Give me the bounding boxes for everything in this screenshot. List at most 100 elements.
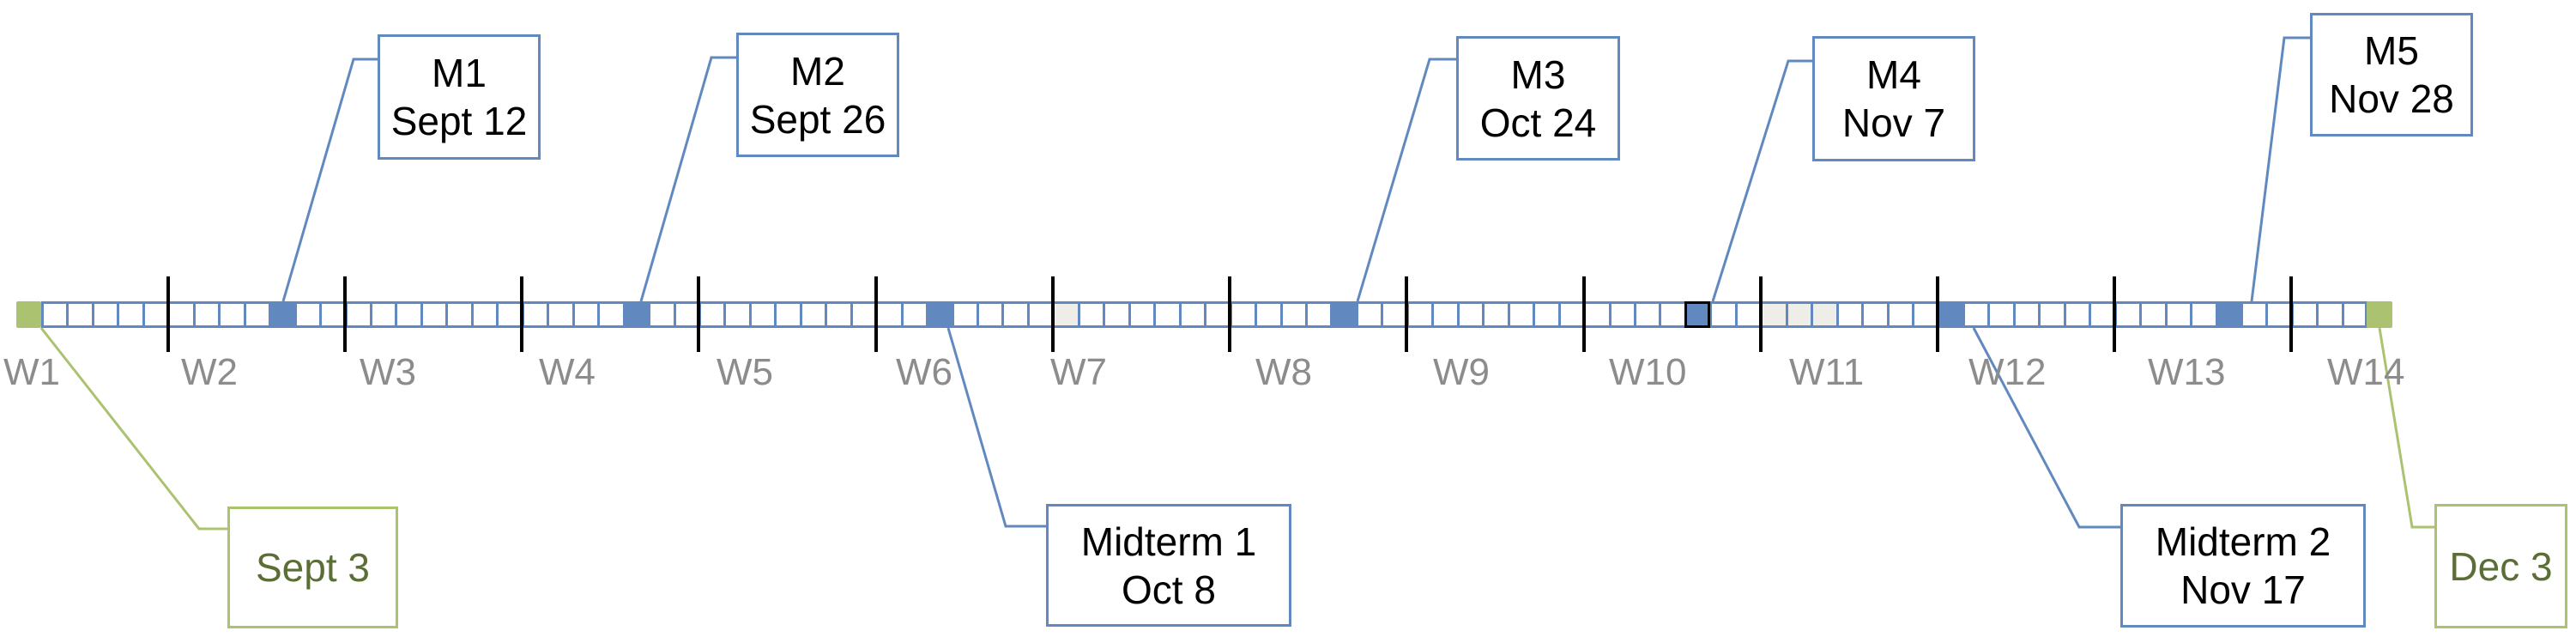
day-cell [1001,301,1028,328]
day-cell [1456,301,1483,328]
day-cell [1178,301,1205,328]
week-label: W2 [181,351,238,393]
callout-date: Nov 7 [1841,100,1946,145]
milestone-day-cell [1937,301,1963,328]
day-cell [1153,301,1180,328]
week-label: W3 [360,351,416,393]
callout-leader-line-midterm1 [946,327,1046,528]
day-cell [1557,301,1584,328]
callout-leader-line-m5 [2250,36,2310,302]
day-cell [2012,301,2039,328]
day-cell [2316,301,2343,328]
callout-leader-line-m1 [281,58,378,302]
day-cell [117,301,143,328]
day-cell [470,301,497,328]
week-divider [1228,276,1232,352]
day-cell [344,301,371,328]
day-cell [1886,301,1913,328]
day-cell [1279,301,1306,328]
week-divider [2289,276,2294,352]
week-divider [1050,276,1055,352]
highlighted-milestone-cell [1684,301,1710,328]
day-cell [875,301,902,328]
week-divider [166,276,170,352]
day-cell [1482,301,1509,328]
day-cell [1128,301,1154,328]
day-cell [218,301,245,328]
callout-date: Oct 8 [1122,567,1216,612]
day-cell [799,301,825,328]
day-cell [571,301,598,328]
day-cell [66,301,93,328]
day-cell [1431,301,1458,328]
week-label: W14 [2327,351,2405,393]
day-cell [2290,301,2317,328]
day-cell [2190,301,2216,328]
day-cell [1229,301,1255,328]
callout-title: Sept 3 [256,545,370,590]
day-cell [1533,301,1559,328]
callout-date: Sept 12 [390,99,528,143]
callout-title: M2 [790,48,845,94]
day-cell [2341,301,2367,328]
day-cell [547,301,573,328]
milestone-day-cell [1330,301,1357,328]
callout-title: M5 [2364,28,2419,73]
week-label: W5 [717,351,773,393]
week-label: W12 [1968,351,2047,393]
day-cell [1305,301,1331,328]
day-cell [673,301,699,328]
week-divider [874,276,878,352]
day-cell [2164,301,2191,328]
day-cell [1406,301,1432,328]
day-cell [496,301,523,328]
callout-title: M1 [432,51,487,95]
day-cell [1583,301,1609,328]
day-cell [2038,301,2065,328]
day-cell [445,301,472,328]
start-date-marker [16,301,41,328]
day-cell [41,301,67,328]
no-class-day-cell [1760,301,1787,328]
day-cell [2240,301,2266,328]
milestone-day-cell [926,301,952,328]
day-cell [167,301,194,328]
week-label: W9 [1433,351,1490,393]
day-cell [698,301,724,328]
day-cell [293,301,320,328]
callout-title: Midterm 1 [1080,519,1257,564]
day-cell [2139,301,2166,328]
day-cell [1608,301,1635,328]
day-cell [1077,301,1104,328]
day-cell [192,301,219,328]
day-cell [395,301,421,328]
day-cell [850,301,876,328]
week-divider [1581,276,1586,352]
day-cell [319,301,345,328]
day-cell [648,301,674,328]
callout-end: Dec 3 [2434,504,2567,628]
day-cell [1633,301,1660,328]
week-divider [697,276,701,352]
callout-date: Sept 26 [749,96,886,142]
milestone-day-cell [622,301,649,328]
week-label: W6 [896,351,952,393]
callout-title: M4 [1866,52,1921,97]
day-cell [723,301,750,328]
day-cell [369,301,396,328]
day-cell [1912,301,1938,328]
callout-title: Midterm 2 [2155,519,2331,564]
day-cell [420,301,446,328]
day-cell [521,301,547,328]
day-cell [951,301,977,328]
day-cell [1355,301,1382,328]
day-cell [1103,301,1129,328]
day-cell [825,301,851,328]
no-class-day-cell [1052,301,1079,328]
week-divider [343,276,348,352]
day-cell [1861,301,1888,328]
